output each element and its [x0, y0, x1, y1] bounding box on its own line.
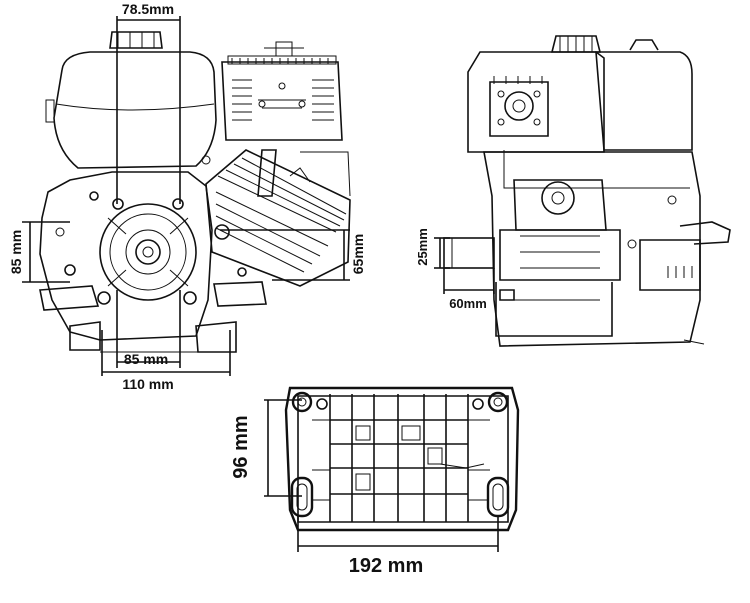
base-view — [284, 386, 520, 532]
output-shaft — [443, 237, 495, 269]
side-air-cleaner — [467, 51, 605, 153]
crankcase — [39, 171, 213, 341]
mount-hole-left — [291, 391, 313, 413]
fuel-tank — [53, 51, 217, 169]
fuel-cap — [109, 31, 163, 49]
base-plate — [284, 386, 520, 532]
dim-inner-width: 85 mm — [124, 351, 168, 367]
side-dimensions: 25mm 60mm — [415, 228, 495, 311]
flywheel — [99, 203, 197, 301]
dim-shaft-length: 60mm — [449, 296, 487, 311]
side-fuel-tank — [595, 51, 693, 151]
dim-left-height: 85 mm — [8, 230, 24, 274]
dim-right-height: 65mm — [350, 234, 366, 274]
dim-shaft-diameter: 25mm — [415, 228, 430, 266]
side-view — [443, 35, 731, 347]
dim-base-height: 96 mm — [230, 415, 252, 478]
dim-outer-width: 110 mm — [122, 376, 173, 392]
dim-top-width: 78.5mm — [122, 1, 174, 17]
cylinder-block — [205, 149, 351, 287]
mount-slot-left — [290, 476, 314, 518]
base-dimensions: 96 mm 192 mm — [230, 399, 499, 577]
mount-hole-right — [487, 391, 509, 413]
dim-base-width: 192 mm — [349, 555, 424, 577]
front-view — [39, 31, 351, 353]
side-crankcase — [483, 151, 701, 347]
air-cleaner — [221, 61, 343, 141]
front-dimensions: 78.5mm 85 mm 65mm 85 mm 110 mm — [8, 1, 366, 392]
